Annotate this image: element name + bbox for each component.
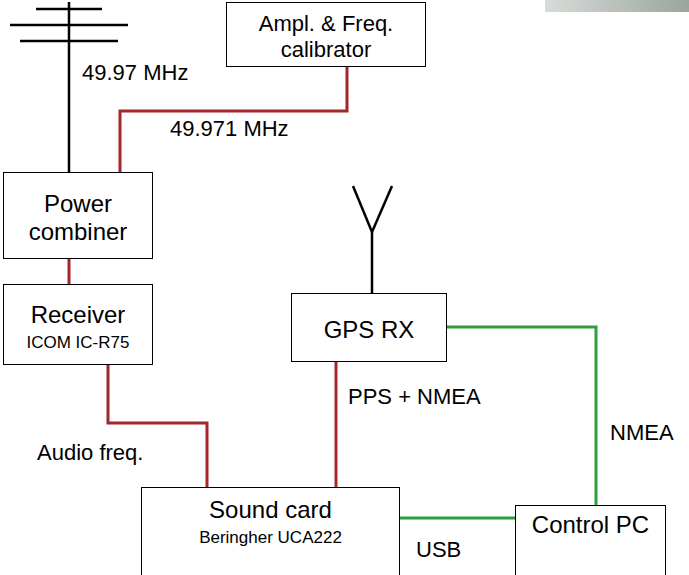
box-title: Sound card bbox=[209, 496, 332, 524]
signal-label: PPS + NMEA bbox=[346, 384, 483, 409]
box-title: Power combiner bbox=[10, 190, 146, 245]
yagi-antenna bbox=[10, 2, 128, 172]
corner-patch bbox=[545, 0, 689, 12]
signal-label: USB bbox=[414, 537, 463, 562]
device-box: Control PC bbox=[515, 505, 666, 575]
box-title: GPS RX bbox=[324, 316, 415, 344]
signal-label: 49.971 MHz bbox=[168, 116, 291, 141]
device-box: GPS RX bbox=[291, 293, 447, 362]
signal-wire bbox=[108, 365, 207, 487]
device-box: Sound cardBeringher UCA222 bbox=[141, 487, 400, 575]
signal-wire bbox=[447, 327, 596, 505]
device-box: ReceiverICOM IC-R75 bbox=[3, 284, 153, 365]
signal-label: NMEA bbox=[608, 420, 676, 445]
signal-wire bbox=[400, 517, 515, 520]
signal-wire bbox=[335, 362, 338, 487]
box-title: Receiver bbox=[31, 301, 126, 329]
signal-wire bbox=[68, 259, 71, 284]
device-box: Power combiner bbox=[3, 172, 153, 259]
box-subtitle: ICOM IC-R75 bbox=[27, 333, 130, 353]
frequency-label: 49.97 MHz bbox=[80, 60, 190, 85]
box-title: Control PC bbox=[532, 511, 649, 539]
device-box: Ampl. & Freq. calibrator bbox=[226, 2, 426, 67]
box-title: Ampl. & Freq. calibrator bbox=[233, 11, 419, 62]
gps-antenna bbox=[353, 186, 392, 293]
signal-label: Audio freq. bbox=[35, 440, 145, 465]
box-subtitle: Beringher UCA222 bbox=[199, 528, 342, 548]
